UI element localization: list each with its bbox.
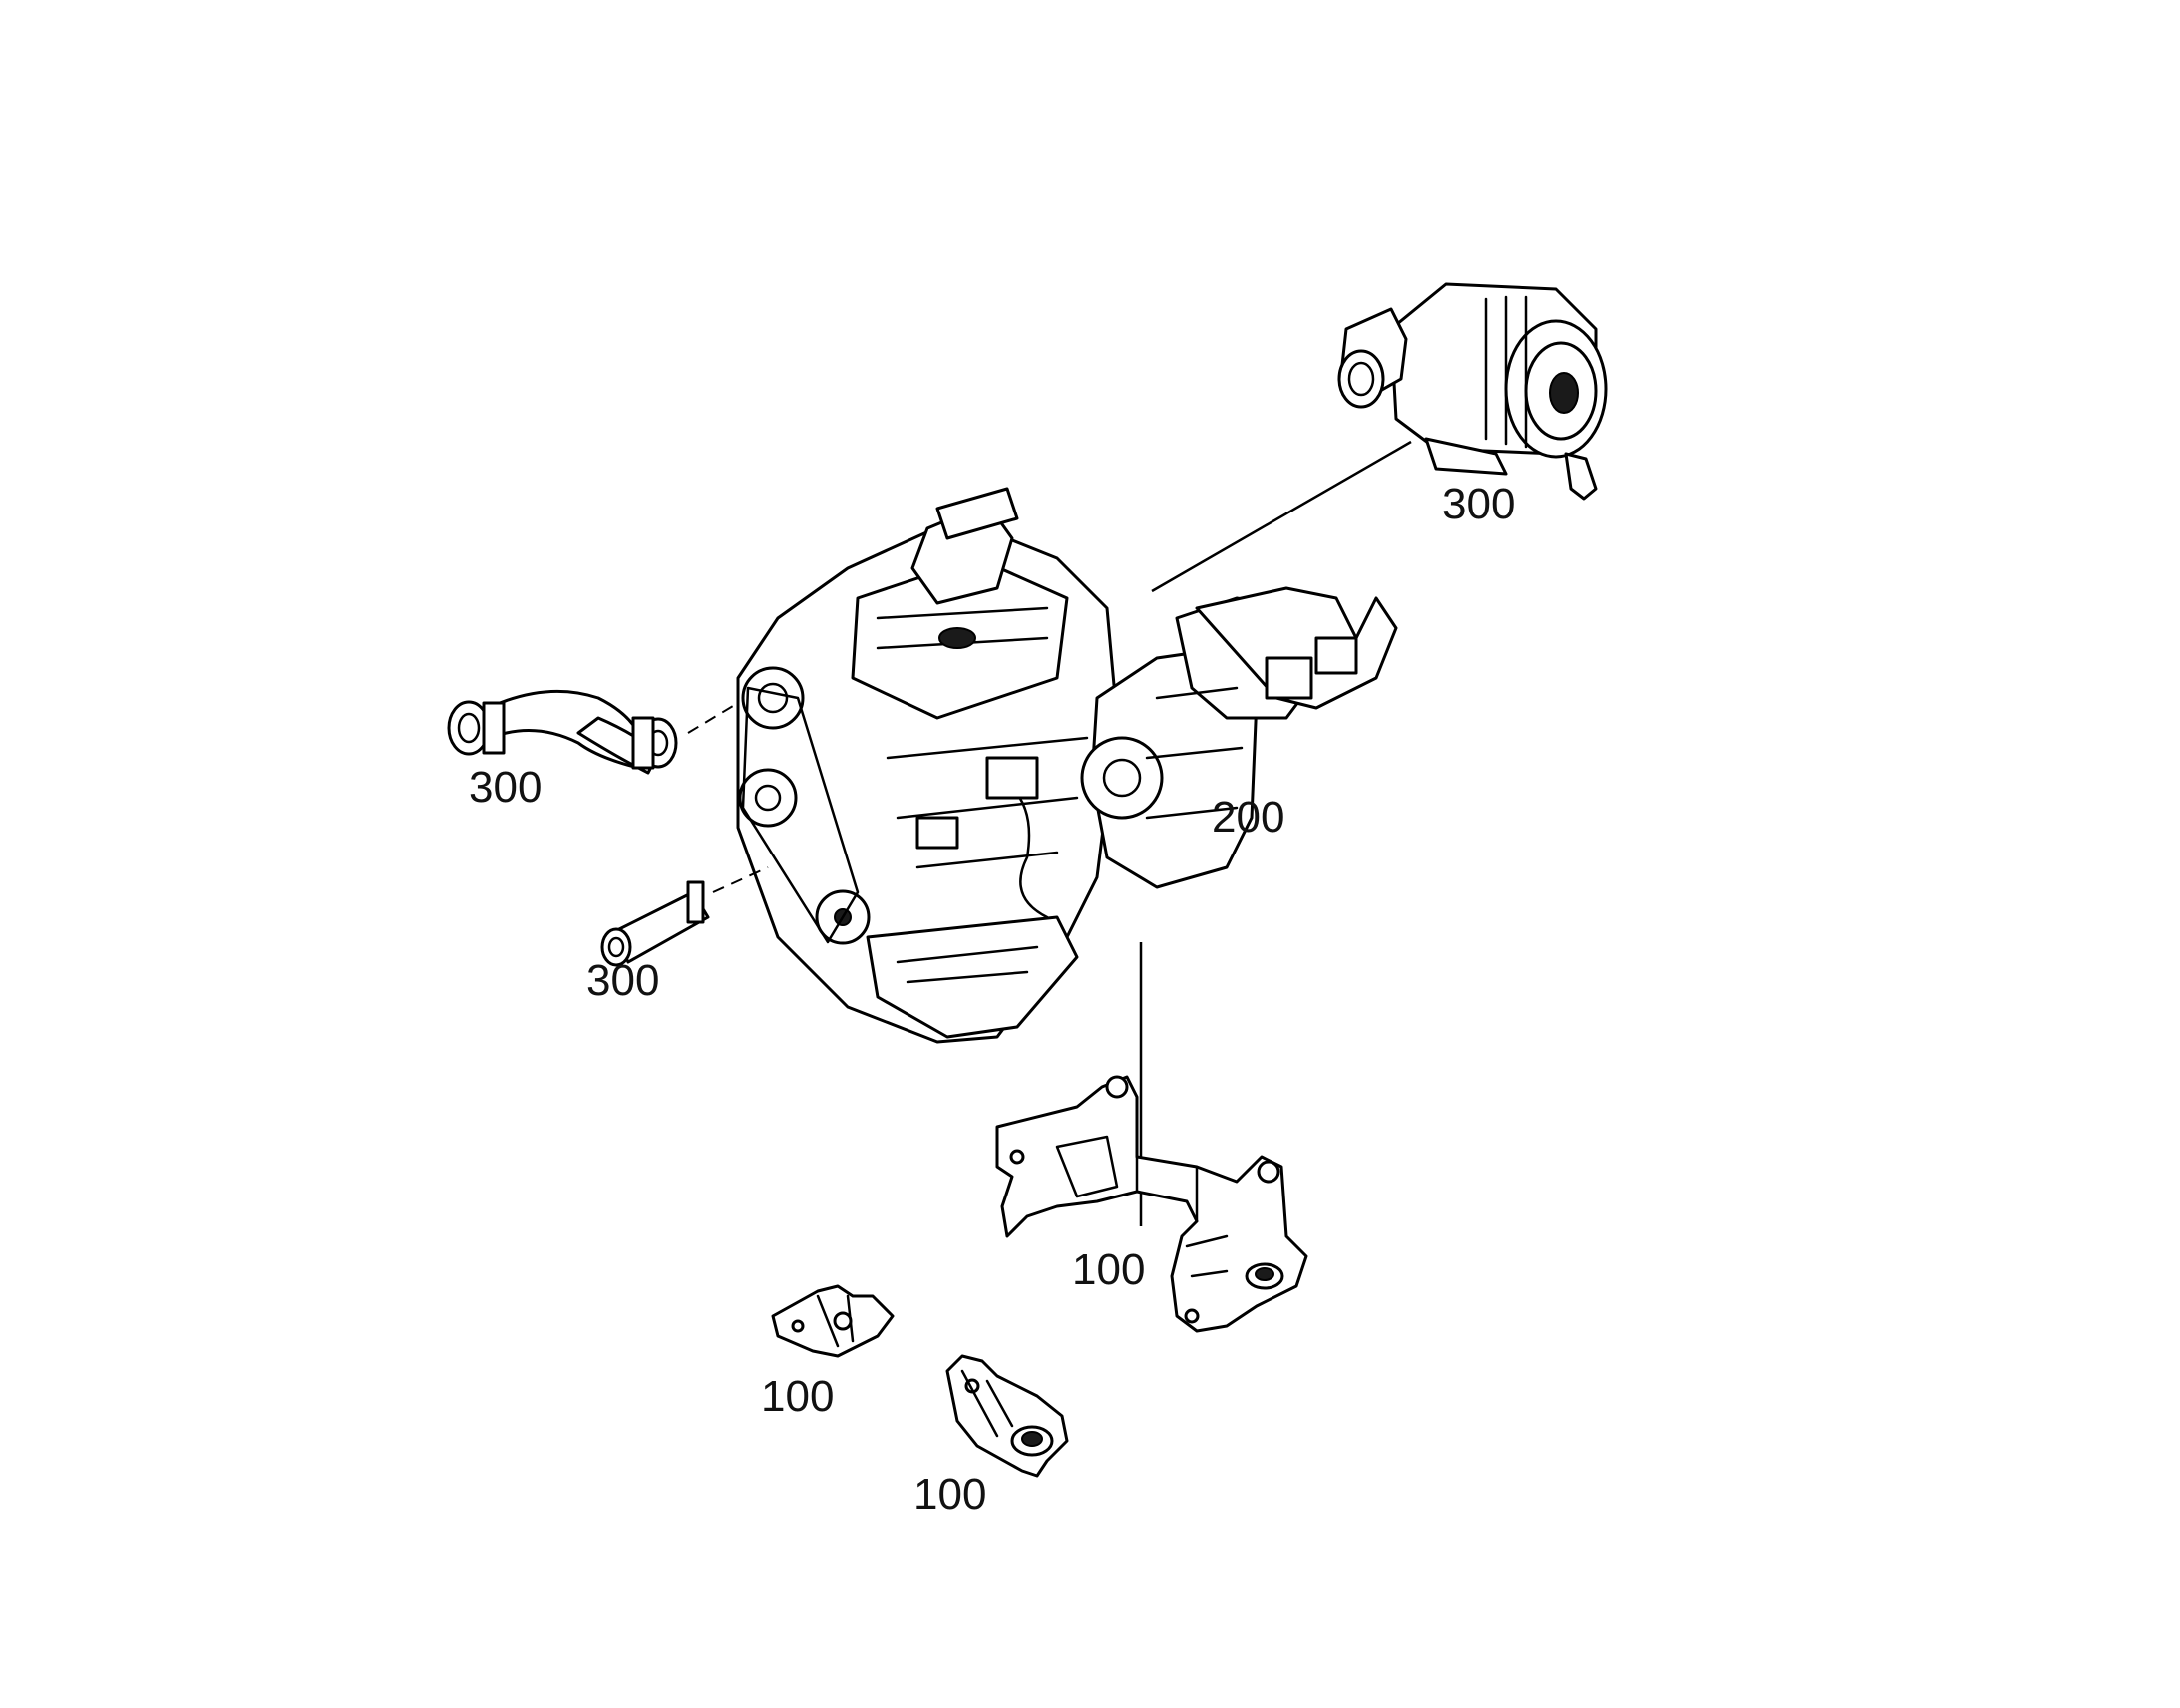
callout-label-transmission: 200 — [1212, 793, 1284, 842]
engine-assembly[interactable] — [736, 487, 1119, 1044]
front-engine-mount-left[interactable] — [771, 1284, 895, 1358]
leader-line-air-filter — [1151, 440, 1412, 593]
upper-coolant-hose[interactable] — [447, 689, 678, 775]
front-engine-mount-right[interactable] — [945, 1354, 1069, 1478]
callout-label-front-mount-left: 100 — [761, 1372, 834, 1421]
callout-label-air-filter: 300 — [1442, 480, 1515, 528]
transmission-assembly[interactable] — [1080, 586, 1398, 889]
dashed-line-upper-hose — [687, 702, 739, 734]
callout-label-front-mount-right: 100 — [913, 1470, 986, 1519]
callout-label-rear-bracket: 100 — [1072, 1245, 1145, 1294]
rear-engine-bracket[interactable] — [995, 1075, 1308, 1333]
air-filter-assembly[interactable] — [1337, 282, 1608, 501]
lower-coolant-hose[interactable] — [600, 880, 710, 967]
dashed-line-lower-hose — [712, 866, 769, 893]
callout-label-upper-hose: 300 — [469, 763, 542, 812]
callout-label-lower-hose: 300 — [586, 956, 659, 1005]
